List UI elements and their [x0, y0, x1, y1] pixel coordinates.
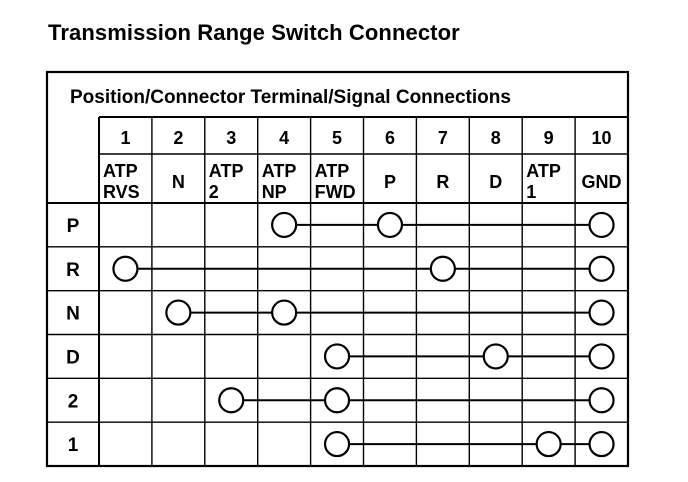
terminal-connection-circle	[323, 430, 351, 458]
terminal-connection-circle	[271, 299, 298, 326]
terminal-number: 6	[385, 128, 395, 148]
position-label: D	[66, 347, 80, 368]
table-header: Position/Connector Terminal/Signal Conne…	[70, 87, 511, 108]
terminal-connection-circle	[112, 255, 139, 282]
terminal-signal: FWD	[315, 182, 356, 202]
terminal-number: 8	[491, 128, 501, 148]
terminal-number: 10	[592, 128, 612, 148]
position-label: 2	[68, 391, 79, 412]
terminal-connection-circle	[323, 343, 351, 370]
terminal-signal: 2	[209, 182, 219, 202]
terminal-connection-circle	[588, 343, 615, 370]
page-title: Transmission Range Switch Connector	[48, 20, 460, 45]
terminal-number: 7	[438, 128, 448, 148]
table-border	[45, 70, 630, 468]
terminal-signal: ATP	[209, 161, 244, 181]
table-grid	[45, 70, 630, 468]
terminal-signal: ATP	[315, 161, 350, 181]
terminal-connection-circle	[218, 387, 245, 414]
terminal-connection-circle	[429, 255, 456, 282]
terminal-connection-circle	[482, 343, 509, 370]
terminal-signal: P	[384, 172, 396, 192]
terminal-connection-circle	[165, 299, 192, 326]
terminal-number: 1	[120, 128, 130, 148]
position-label: R	[66, 260, 80, 281]
position-label: 1	[68, 435, 79, 456]
terminal-number: 2	[173, 128, 183, 148]
terminal-connection-circle	[588, 299, 615, 326]
terminal-connection-circle	[588, 387, 615, 414]
terminal-signal: ATP	[262, 161, 297, 181]
terminal-connection-circle	[588, 430, 615, 458]
terminal-signal: D	[489, 172, 502, 192]
terminal-connection-circle	[376, 211, 404, 239]
terminal-connection-circle	[588, 211, 615, 239]
terminal-number: 4	[279, 128, 289, 148]
terminal-number: 3	[226, 128, 236, 148]
terminal-signal: ATP	[103, 161, 138, 181]
table-labels: Position/Connector Terminal/Signal Conne…	[66, 87, 621, 456]
terminal-connection-circle	[271, 211, 298, 239]
terminal-connection-circle	[588, 255, 615, 282]
terminal-signal: RVS	[103, 182, 140, 202]
terminal-signal: NP	[262, 182, 287, 202]
terminal-connection-circle	[323, 387, 351, 414]
position-label: P	[67, 216, 80, 237]
terminal-connection-circle	[535, 430, 562, 458]
terminal-number: 9	[544, 128, 554, 148]
connection-lines	[112, 211, 615, 458]
terminal-number: 5	[332, 128, 342, 148]
terminal-signal: ATP	[526, 161, 561, 181]
terminal-signal: GND	[582, 172, 622, 192]
position-label: N	[66, 304, 80, 325]
terminal-signal: 1	[526, 182, 536, 202]
terminal-signal: R	[436, 172, 449, 192]
terminal-signal: N	[172, 172, 185, 192]
